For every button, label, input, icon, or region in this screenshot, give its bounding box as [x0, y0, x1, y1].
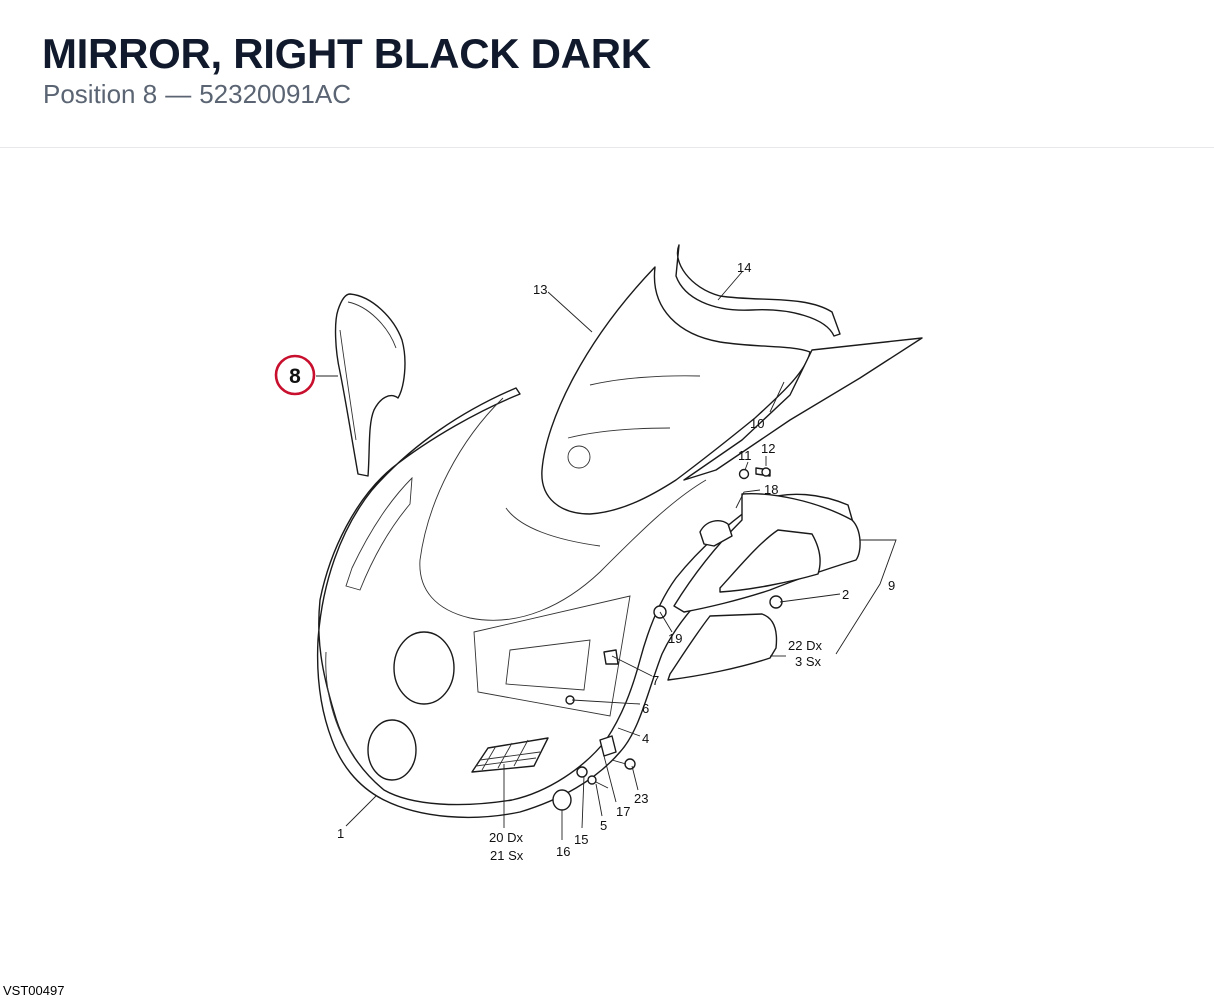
exploded-parts-diagram: 13 14 10 11 12 18 9 2 22 Dx 3 Sx 19 7 6 … — [0, 148, 1214, 1003]
part-18-bracket[interactable] — [699, 520, 733, 547]
part-12-screw[interactable] — [755, 467, 771, 477]
diagram-svg: 13 14 10 11 12 18 9 2 22 Dx 3 Sx 19 7 6 … — [274, 244, 923, 863]
page-subtitle: Position 8—52320091AC — [43, 78, 351, 110]
part-17-nut[interactable] — [599, 735, 617, 757]
highlighted-callout-8[interactable]: 8 — [274, 354, 316, 396]
callout-21-sx: 21 Sx — [490, 848, 524, 863]
callout-10: 10 — [750, 416, 764, 431]
callout-1: 1 — [337, 826, 344, 841]
leader-lines — [316, 271, 897, 840]
part-13-windscreen[interactable] — [541, 266, 811, 515]
callout-22-dx: 22 Dx — [788, 638, 822, 653]
part-4-cable[interactable] — [505, 507, 601, 547]
callout-18: 18 — [764, 482, 778, 497]
part-23-bolt[interactable] — [611, 758, 636, 770]
position-label: Position 8 — [43, 79, 158, 109]
part-1-front-fairing[interactable] — [316, 387, 859, 819]
callout-7: 7 — [652, 673, 659, 688]
callout-12: 12 — [761, 441, 775, 456]
callout-8-label: 8 — [289, 365, 301, 388]
callout-2: 2 — [842, 587, 849, 602]
callout-20-dx: 20 Dx — [489, 830, 523, 845]
callout-4: 4 — [642, 731, 649, 746]
callout-5: 5 — [600, 818, 607, 833]
page-title: MIRROR, RIGHT BLACK DARK — [42, 30, 651, 77]
part-number: 52320091AC — [199, 79, 351, 109]
part-11-washer[interactable] — [738, 468, 750, 480]
part-20-21-grille[interactable] — [471, 737, 549, 773]
part-16-grommet[interactable] — [552, 789, 572, 811]
part-9-side-panel[interactable] — [673, 493, 861, 613]
callout-3-sx: 3 Sx — [795, 654, 822, 669]
part-22-3-side-cover[interactable] — [667, 613, 778, 681]
drawing-code: VST00497 — [3, 983, 65, 998]
part-14-trim[interactable] — [675, 244, 841, 337]
separator: — — [165, 79, 192, 109]
callout-15: 15 — [574, 832, 588, 847]
callout-23: 23 — [634, 791, 648, 806]
callout-11: 11 — [738, 448, 752, 463]
header: MIRROR, RIGHT BLACK DARK Position 8—5232… — [0, 0, 1214, 148]
part-15-washer[interactable] — [576, 766, 588, 778]
callout-9: 9 — [888, 578, 895, 593]
part-10-upper-panel[interactable] — [683, 337, 923, 481]
callout-6: 6 — [642, 701, 649, 716]
callout-16: 16 — [556, 844, 570, 859]
part-8-mirror[interactable] — [334, 293, 406, 477]
callout-19: 19 — [668, 631, 682, 646]
callout-17: 17 — [616, 804, 630, 819]
callout-13: 13 — [533, 282, 547, 297]
part-7-clip[interactable] — [603, 649, 619, 665]
part-5-screw[interactable] — [587, 775, 609, 789]
callout-14: 14 — [737, 260, 751, 275]
